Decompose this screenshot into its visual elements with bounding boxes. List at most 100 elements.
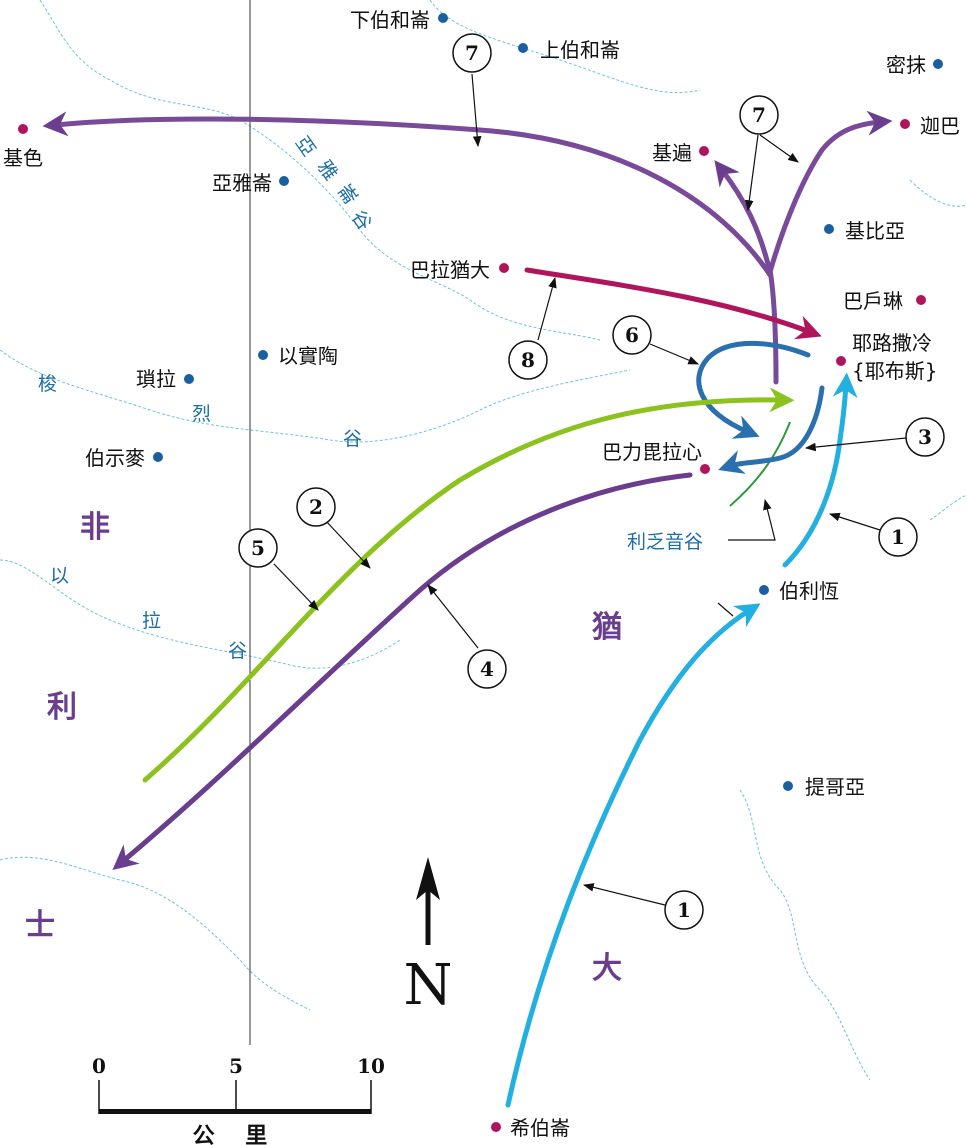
route-3 [718,385,825,474]
route-number: 5 [251,536,265,560]
region-char: 利 [47,690,77,725]
rephaim-valley-line [729,421,791,507]
valley-elah: 以 拉 谷 [50,565,247,662]
place-label: 基比亞 [845,219,905,243]
leader-lines [273,73,907,906]
valley-sorek: 梭 烈 谷 [38,373,362,450]
place-label: 上伯和崙 [540,38,620,62]
region-char: 非 [80,510,110,545]
place-label: 密抹 [886,53,926,77]
scale-bar: 0 5 10 公 里 [92,1054,385,1145]
route-marker-3: 3 [905,417,945,457]
route-7-branch-geba [767,110,893,275]
valley-char: 谷 [343,428,362,450]
route-number: 7 [465,41,479,65]
route-marker-8: 8 [508,340,548,380]
valley-char: 崙 [333,180,362,208]
route-2 [142,387,795,783]
place-label: 瑣拉 [136,367,176,391]
place-label: 基色 [3,146,43,170]
valley-char: 拉 [142,610,161,632]
places: 下伯和崙 上伯和崙 密抹 基色 亞雅崙 基遍 迦巴 基比亞 巴拉猶大 巴戶琳 耶… [3,8,960,1140]
place-baal-perazim: 巴力毘拉心 [602,440,710,474]
routes [42,110,893,1108]
place-bethlehem: 伯利恆 [759,579,839,603]
place-label: 希伯崙 [510,1116,570,1140]
route-marker-7a: 7 [452,33,492,73]
scale-tick: 0 [92,1054,106,1078]
valley-char: 以 [50,565,69,587]
place-geba: 迦巴 [900,114,960,138]
valley-char: 亞 [291,132,320,160]
region-char: 猶 [591,610,622,645]
route-number: 2 [309,495,323,519]
route-marker-6: 6 [612,315,652,355]
valley-char: 谷 [347,206,376,234]
place-kiriath: 基比亞 [824,219,905,243]
route-marker-4: 4 [467,649,507,689]
north-label: N [404,953,453,1018]
rivers [0,0,967,1081]
route-marker-1b: 1 [664,890,704,930]
place-aijalon: 亞雅崙 [212,171,289,195]
place-bahurim: 巴戶琳 [843,289,926,313]
scale-tick: 10 [357,1054,385,1078]
place-label: 下伯和崙 [350,8,430,32]
route-8 [524,267,822,340]
route-marker-7b: 7 [739,95,779,135]
route-marker-5: 5 [238,528,278,568]
place-label: 巴拉猶大 [410,258,490,282]
north-arrow: N [404,857,453,1018]
place-label: 提哥亞 [805,775,865,799]
place-gibeon: 基遍 [652,141,709,165]
route-7-branch-gibeon [714,160,773,275]
route-7-trunk [767,267,779,385]
place-mizpah: 密抹 [886,53,943,77]
place-label: 巴戶琳 [843,289,903,313]
route-markers: 7 7 8 6 3 1 2 5 4 1 [238,33,945,930]
place-tekoa: 提哥亞 [783,775,865,799]
valley-char: 烈 [192,403,211,425]
route-7-west [42,111,773,278]
place-label: 亞雅崙 [212,171,272,195]
place-beth-shemesh: 伯示麥 [85,446,163,470]
route-number: 6 [625,323,639,347]
route-number: 4 [480,657,494,681]
region-judah: 猶 大 [591,610,622,986]
place-gezer: 基色 [3,124,43,170]
place-label-alt: {耶布斯} [852,359,937,383]
place-jerusalem: 耶路撒冷 {耶布斯} [836,331,937,383]
valley-char: 梭 [38,373,57,395]
region-char: 大 [592,951,622,986]
scale-tick: 5 [229,1054,243,1078]
valley-aijalon: 亞 雅 崙 谷 [291,132,376,234]
route-number: 1 [677,898,691,922]
route-6 [696,340,811,439]
route-number: 3 [918,425,932,449]
valley-char: 谷 [228,640,247,662]
north-arrow-icon [416,857,440,900]
place-label: 巴力毘拉心 [602,440,702,464]
region-char: 士 [25,908,55,943]
place-upper-beth-horon: 上伯和崙 [518,38,620,62]
place-label: 伯示麥 [85,446,145,470]
valley-rephaim-label: 利乏音谷 [627,531,703,553]
scale-unit: 公 里 [193,1124,268,1145]
place-label: 迦巴 [920,114,960,138]
route-4-5 [112,472,693,871]
region-philistia: 非 利 士 [25,510,110,943]
route-marker-2: 2 [296,487,336,527]
place-label: 伯利恆 [779,579,839,603]
place-label: 以實陶 [278,344,338,368]
route-number: 1 [891,525,905,549]
place-label: 耶路撒冷 [852,331,932,355]
place-baalah: 巴拉猶大 [410,258,509,282]
route-number: 8 [521,348,535,372]
place-lower-beth-horon: 下伯和崙 [350,8,448,32]
place-zorah: 瑣拉 [136,367,194,391]
place-hebron: 希伯崙 [491,1116,570,1140]
route-number: 7 [752,103,766,127]
place-ekron: 以實陶 [258,344,338,368]
route-1-north [782,372,858,568]
